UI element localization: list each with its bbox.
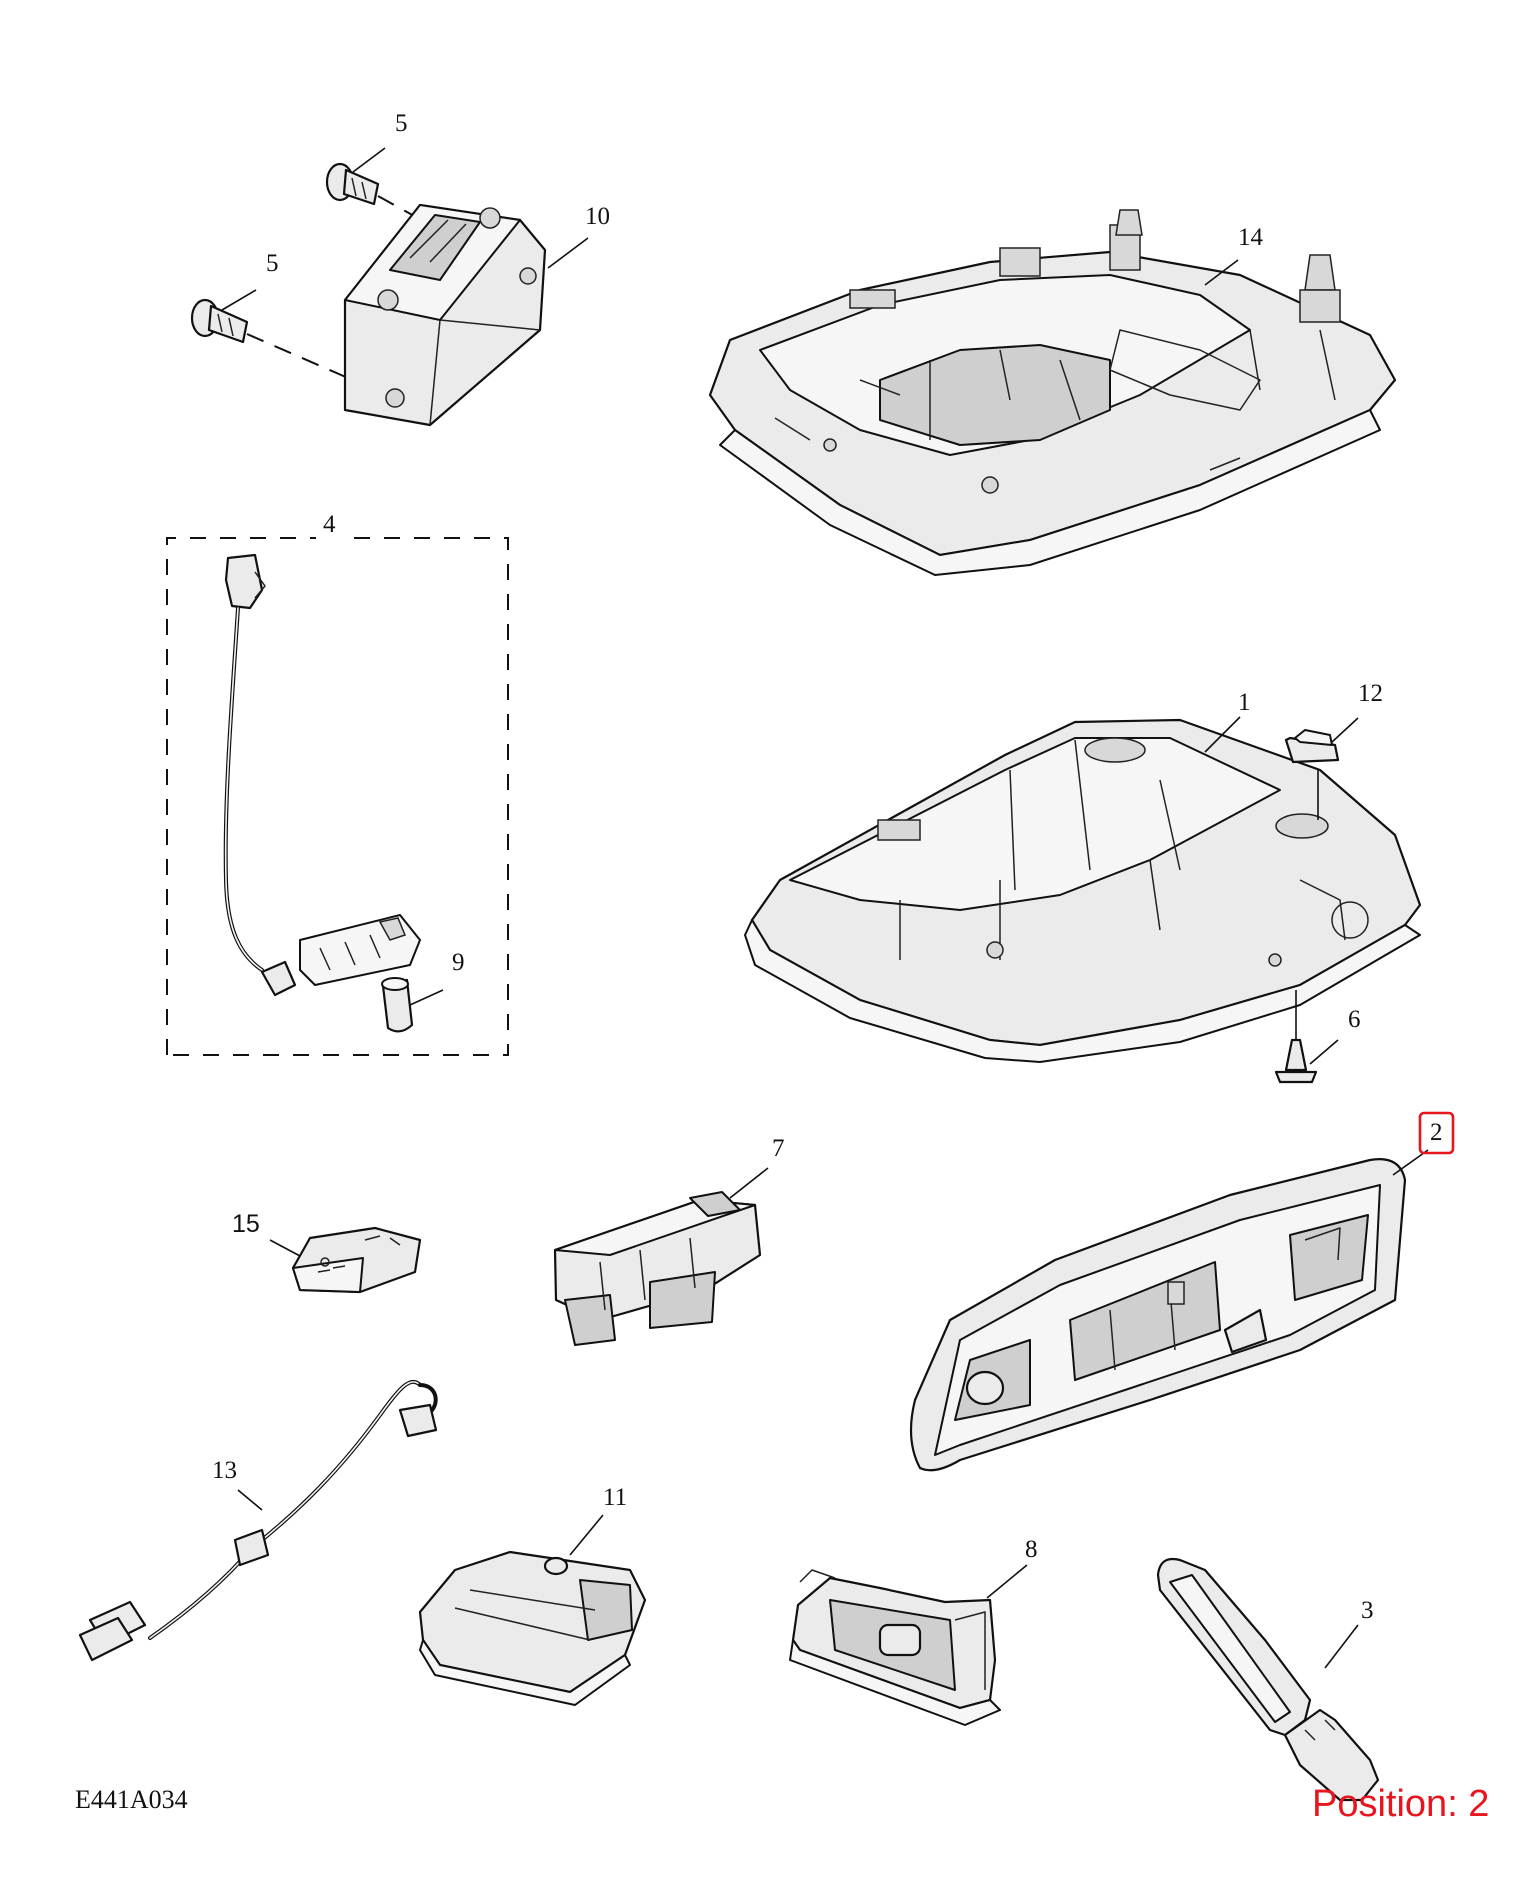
callout-1: 1 (1238, 689, 1251, 716)
callout-13: 13 (212, 1457, 237, 1484)
callout-5a: 5 (395, 110, 408, 137)
part-11-lamp-unit[interactable] (418, 1550, 647, 1706)
callout-12: 12 (1358, 680, 1383, 707)
part-3-lens-strip[interactable] (1156, 1557, 1380, 1802)
leader-3 (1324, 1624, 1359, 1669)
position-label: Position: 2 (1312, 1783, 1489, 1825)
callout-6: 6 (1348, 1006, 1361, 1033)
leader-5a (352, 147, 386, 173)
leader-7 (729, 1167, 769, 1199)
leader-11 (569, 1514, 604, 1556)
leader-6 (1309, 1039, 1339, 1065)
leader-15 (269, 1239, 301, 1257)
leader-14 (1204, 259, 1239, 286)
part-4-harness[interactable] (223, 553, 421, 997)
part-5-screw-lower[interactable] (190, 298, 249, 344)
part-6-push-pin[interactable] (1274, 1038, 1318, 1084)
part-13-wiring-harness[interactable] (78, 1379, 438, 1662)
leader-1 (1204, 716, 1241, 753)
part-10-module[interactable] (343, 203, 547, 427)
callout-9: 9 (452, 949, 465, 976)
callout-15: 15 (232, 1210, 260, 1238)
part-12-clip[interactable] (1284, 729, 1340, 764)
part-5-screw-upper[interactable] (325, 162, 380, 206)
part-15-switch[interactable] (291, 1226, 422, 1294)
part-14-console-base[interactable] (708, 209, 1397, 576)
leader-10 (547, 237, 589, 269)
leader-12 (1331, 717, 1359, 743)
callout-5b: 5 (266, 250, 279, 277)
part-8-lamp-housing[interactable] (789, 1569, 1001, 1726)
part-1-console-assembly[interactable] (744, 718, 1422, 1063)
part-9-bulb[interactable] (381, 977, 414, 1033)
callout-10: 10 (585, 203, 610, 230)
callout-7: 7 (772, 1135, 785, 1162)
part-5-fit-line-lower (246, 333, 349, 379)
callout-2-highlight (1418, 1111, 1455, 1155)
leader-5b (221, 289, 257, 311)
leader-8 (986, 1564, 1028, 1599)
part-7-switch-pack[interactable] (553, 1191, 762, 1346)
callout-14: 14 (1238, 224, 1264, 251)
callout-11: 11 (603, 1484, 627, 1511)
part-4-kit-boundary (166, 537, 509, 1056)
leader-9 (409, 989, 444, 1006)
diagram-reference-code: E441A034 (75, 1785, 188, 1814)
callout-4: 4 (323, 511, 336, 538)
callout-8: 8 (1025, 1536, 1038, 1563)
callout-3: 3 (1361, 1597, 1374, 1624)
part-2-bezel[interactable] (909, 1158, 1407, 1472)
leader-2 (1392, 1149, 1429, 1176)
leader-13 (237, 1489, 263, 1511)
callout-2: 2 (1430, 1119, 1443, 1146)
